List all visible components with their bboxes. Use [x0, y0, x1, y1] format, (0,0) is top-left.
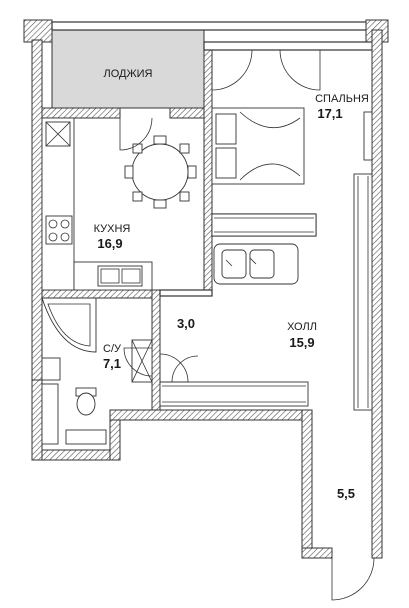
bedroom-window — [363, 111, 373, 161]
kitchen-furniture — [41, 117, 197, 291]
entry-door — [331, 557, 375, 601]
wall-corridor-top — [159, 289, 213, 297]
wall-bath-right — [151, 289, 161, 411]
corridor-area: 3,0 — [177, 316, 195, 331]
wardrobe-right-frame — [353, 173, 373, 411]
bed — [211, 107, 305, 185]
washbasin — [41, 357, 61, 381]
wall-bottom-bath — [41, 449, 115, 461]
bedroom-area: 17,1 — [317, 106, 342, 121]
bathroom-name: С/У — [103, 343, 122, 355]
wall-kitchen-bath — [41, 289, 153, 299]
loggia-frame-top — [51, 21, 373, 31]
kitchen-area: 16,9 — [97, 236, 122, 251]
loggia-name: ЛОДЖИЯ — [104, 68, 153, 80]
outer-walls — [31, 29, 383, 559]
bedroom-balcony-door — [211, 49, 321, 91]
wall-entry-top — [109, 409, 311, 421]
stove-icon — [45, 215, 73, 245]
hall-area: 15,9 — [289, 335, 314, 350]
wall-top-kitchen — [41, 107, 121, 119]
bathroom-furniture — [41, 297, 153, 445]
wall-left-lower — [31, 379, 43, 461]
wardrobe-corridor — [159, 381, 309, 407]
kitchen-counter — [41, 117, 75, 291]
loggia-frame-left — [23, 19, 53, 43]
sofa — [213, 243, 299, 285]
corridor-door — [159, 353, 189, 383]
wardrobe-right — [353, 173, 373, 411]
wardrobe-hall — [211, 213, 317, 237]
wall-right — [371, 29, 383, 559]
bed-pillow-bottom — [215, 147, 237, 179]
bath-cabinet — [41, 383, 59, 445]
dining-table — [124, 135, 197, 209]
bedroom-name: СПАЛЬНЯ — [315, 93, 369, 105]
wardrobe-hall-frame — [211, 213, 317, 237]
kitchen-name: КУХНЯ — [94, 223, 131, 235]
bath-door — [123, 347, 153, 377]
kitchen-loggia-door — [119, 117, 153, 151]
wall-bedroom-left — [203, 41, 213, 291]
bath-shelf — [65, 429, 107, 445]
wall-entry-bottom — [301, 547, 333, 559]
bathroom-area: 7,1 — [103, 356, 121, 371]
sink-icon — [97, 265, 143, 287]
hall-door — [171, 355, 199, 383]
entry-area: 5,5 — [337, 486, 355, 501]
wall-top-kitchen-right — [169, 107, 205, 119]
loggia-floor — [51, 29, 205, 109]
wall-bedroom-top — [203, 41, 377, 51]
bathtub — [41, 297, 97, 353]
hall-name: ХОЛЛ — [287, 321, 317, 333]
wall-entry-left — [301, 409, 313, 559]
bed-pillow-top — [215, 113, 237, 145]
toilet-icon — [75, 387, 97, 416]
